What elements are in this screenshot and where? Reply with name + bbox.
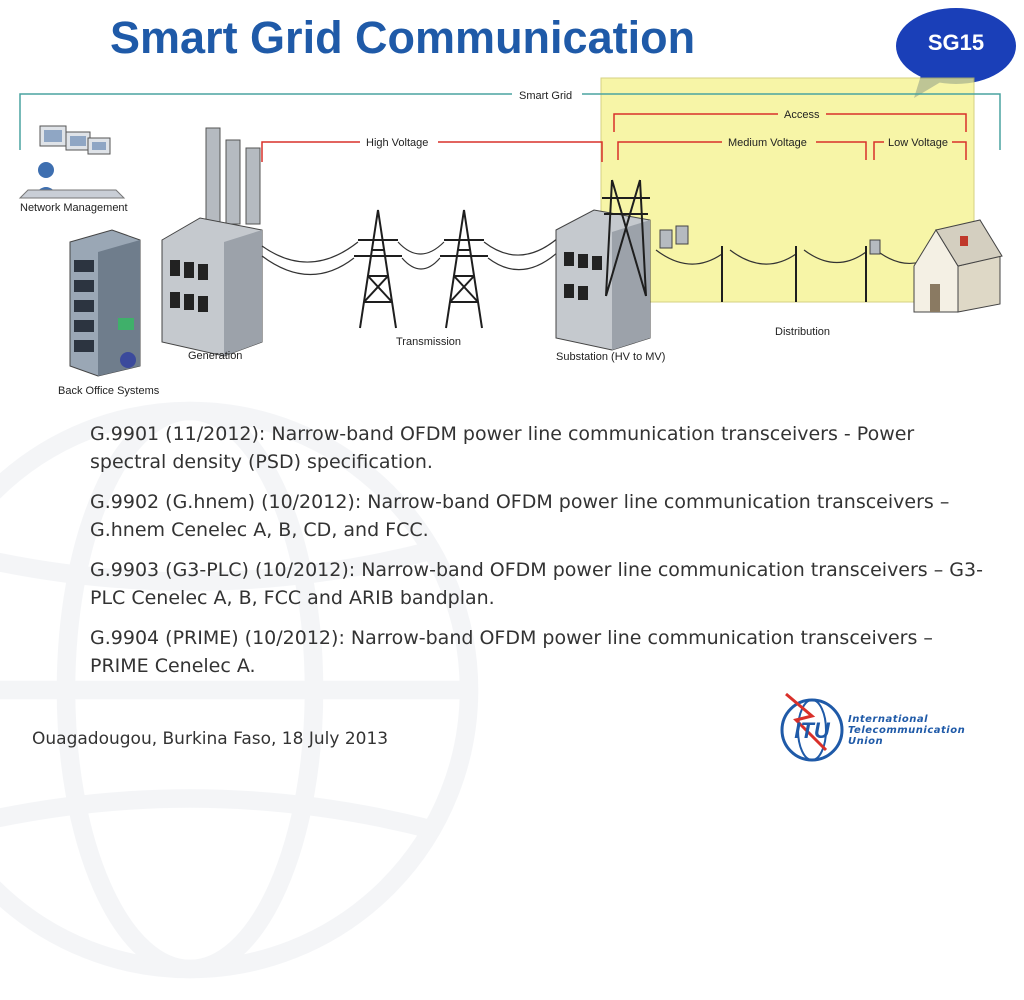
- generation-label: Generation: [188, 350, 242, 362]
- smart-grid-diagram: Smart Grid High Voltage Access Medium Vo…: [18, 77, 1003, 397]
- house-icon: [913, 219, 1003, 313]
- network-management-icon: [18, 125, 126, 199]
- high-voltage-bracket: [261, 141, 603, 162]
- back-office-server-icon: [69, 229, 141, 377]
- substation-label: Substation (HV to MV): [556, 351, 665, 363]
- list-item-g9902: G.9902 (G.hnem) (10/2012): Narrow-band O…: [90, 491, 950, 541]
- itu-mark: ITU: [794, 718, 831, 743]
- list-item-g9901: G.9901 (11/2012): Narrow-band OFDM power…: [90, 423, 915, 473]
- transmission-label: Transmission: [396, 336, 461, 348]
- low-voltage-label: Low Voltage: [888, 137, 948, 149]
- medium-voltage-bracket: [617, 141, 867, 160]
- high-voltage-label: High Voltage: [366, 137, 428, 149]
- access-label: Access: [784, 109, 820, 121]
- itu-name-line-3: Union: [848, 736, 884, 747]
- itu-name: International Telecommunication Union: [848, 714, 965, 747]
- sg15-badge: SG15: [927, 30, 985, 55]
- distribution-poles-icon: [602, 179, 867, 302]
- access-highlight: [600, 77, 975, 303]
- access-bracket: [613, 113, 967, 132]
- itu-logo: ITU: [780, 692, 844, 762]
- medium-voltage-label: Medium Voltage: [728, 137, 807, 149]
- slide-title: Smart Grid Communication: [110, 12, 696, 63]
- distribution-label: Distribution: [775, 326, 830, 338]
- smart-grid-label: Smart Grid: [519, 90, 572, 102]
- smart-grid-bracket: [19, 93, 1001, 150]
- list-item-g9904: G.9904 (PRIME) (10/2012): Narrow-band OF…: [90, 627, 933, 677]
- footer-location-date: Ouagadougou, Burkina Faso, 18 July 2013: [32, 729, 389, 749]
- transmission-towers-icon: [354, 209, 488, 329]
- transformer-icons: [659, 225, 881, 255]
- low-voltage-bracket: [873, 141, 967, 160]
- itu-name-line-1: International: [848, 714, 929, 725]
- substation-icon: [555, 209, 651, 351]
- list-item-g9903: G.9903 (G3-PLC) (10/2012): Narrow-band O…: [90, 559, 983, 609]
- itu-name-line-2: Telecommunication: [848, 725, 966, 736]
- generation-plant-icon: [161, 127, 263, 357]
- standards-list: G.9901 (11/2012): Narrow-band OFDM power…: [90, 420, 990, 692]
- network-management-label: Network Management: [20, 202, 128, 214]
- back-office-systems-label: Back Office Systems: [58, 385, 160, 397]
